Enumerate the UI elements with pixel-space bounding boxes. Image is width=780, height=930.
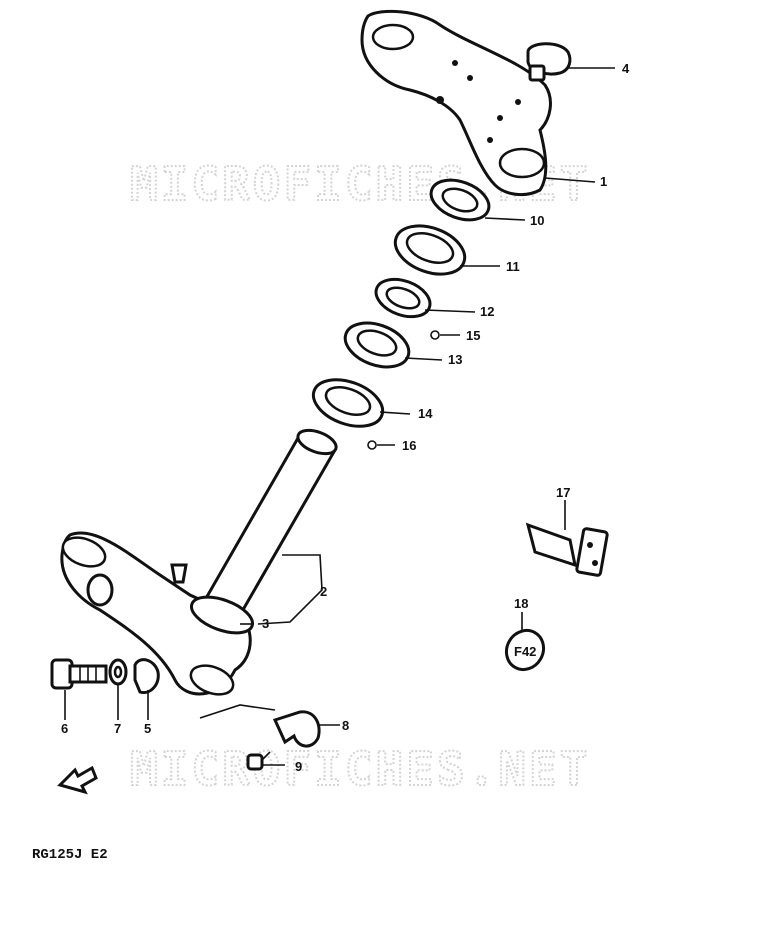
- callout-11: 11: [506, 259, 520, 274]
- callout-5: 5: [144, 721, 151, 736]
- callout-16: 16: [402, 438, 416, 453]
- cone-part-11: [393, 224, 467, 276]
- callout-10: 10: [530, 213, 544, 228]
- callouts: 1 2 3 4 5 6 7 8 9 10 11 12 13 14 15 16 1…: [61, 61, 630, 774]
- nut-part-10: [429, 178, 491, 222]
- callout-15: 15: [466, 328, 480, 343]
- callout-6: 6: [61, 721, 68, 736]
- callout-4: 4: [622, 61, 630, 76]
- callout-3: 3: [262, 616, 269, 631]
- race-part-14: [311, 378, 385, 428]
- callout-7: 7: [114, 721, 121, 736]
- bolt-part-4: [526, 42, 572, 82]
- callout-17: 17: [556, 485, 570, 500]
- front-arrow-icon: [57, 765, 98, 795]
- seal-part-3: [189, 595, 255, 635]
- ball-part-15: [430, 330, 440, 340]
- callout-9: 9: [295, 759, 302, 774]
- callout-1: 1: [600, 174, 607, 189]
- model-code: RG125J E2: [32, 847, 108, 863]
- callout-18: 18: [514, 596, 528, 611]
- callout-8: 8: [342, 718, 349, 733]
- watermark-bottom: MICROFICHES.NET: [130, 742, 590, 796]
- switch-part-17: [525, 522, 609, 577]
- clip-part-8: [272, 710, 321, 748]
- bearing-part-13: [343, 321, 411, 369]
- leader-lines: [64, 67, 615, 766]
- callout-12: 12: [480, 304, 494, 319]
- screw-part-9: [246, 751, 271, 771]
- upper-bracket-part-1: [360, 9, 552, 197]
- ball-part-16: [367, 440, 377, 450]
- callout-13: 13: [448, 352, 462, 367]
- callout-2: 2: [320, 584, 327, 599]
- bolt-part-6: [50, 658, 108, 690]
- washer-part-7: [108, 658, 128, 686]
- clamp-part-5: [133, 658, 160, 695]
- plate-text: F42: [514, 644, 536, 659]
- steering-stem-part-2: [60, 428, 338, 696]
- race-part-12: [374, 277, 432, 319]
- callout-14: 14: [418, 406, 433, 421]
- plate-part-18: F42: [504, 628, 546, 672]
